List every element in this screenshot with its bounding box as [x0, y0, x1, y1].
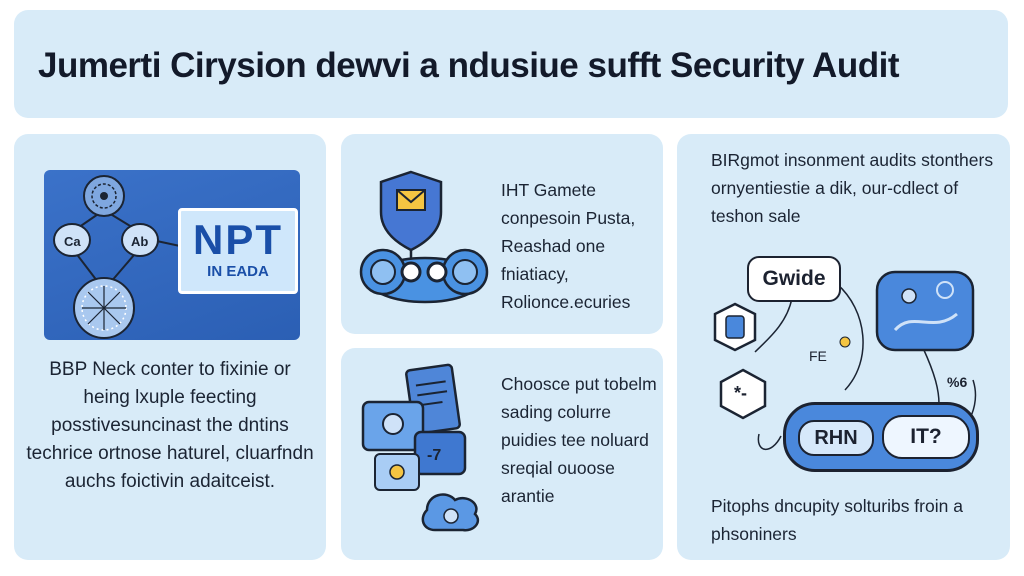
title-panel: Jumerti Cirysion dewvi a ndusiue sufft S… [14, 10, 1008, 118]
right-bottom-text: Pitophs dncupity solturibs froin a phson… [711, 496, 963, 544]
node-right-label: Ab [131, 234, 148, 249]
network-illustration: Ca Ab NPT IN EADA [44, 170, 300, 340]
page-title: Jumerti Cirysion dewvi a ndusiue sufft S… [38, 46, 899, 85]
left-card: Ca Ab NPT IN EADA BBP Neck conter to fix… [14, 134, 326, 560]
right-top-text: BIRgmot insonment audits stonthers ornye… [711, 150, 994, 226]
tag-percent: %6 [947, 374, 968, 390]
documents-cloud-icon: -7 [361, 363, 480, 532]
tag-fe: FE [809, 348, 827, 364]
middle-bottom-card: -7 Choosce put tobelm sading colurre pui… [341, 348, 663, 560]
npt-badge-main: NPT [193, 216, 283, 263]
gwide-bubble: Gwide [747, 256, 841, 302]
network-diagram-icon: Ca Ab [53, 175, 181, 339]
shield-cloud-icon [359, 170, 489, 304]
rhn-label: RHN [798, 420, 874, 456]
svg-text:-7: -7 [427, 447, 441, 464]
npt-badge-sub: IN EADA [207, 263, 269, 280]
node-left-label: Ca [64, 234, 81, 249]
rhn-pill: RHN IT? [783, 402, 979, 472]
left-card-text: BBP Neck conter to fixinie or heing lxup… [26, 359, 314, 492]
middle-bottom-text: Choosce put tobelm sading colurre puidie… [501, 374, 657, 506]
npt-badge: NPT IN EADA [178, 208, 298, 294]
node-star-label: *- [734, 383, 747, 403]
middle-top-text: IHT Gamete conpesoin Pusta, Reashad one … [501, 180, 636, 312]
right-card: BIRgmot insonment audits stonthers ornye… [677, 134, 1010, 560]
middle-top-card: IHT Gamete conpesoin Pusta, Reashad one … [341, 134, 663, 334]
it-label: IT? [882, 415, 970, 459]
connector-lines [713, 270, 977, 450]
